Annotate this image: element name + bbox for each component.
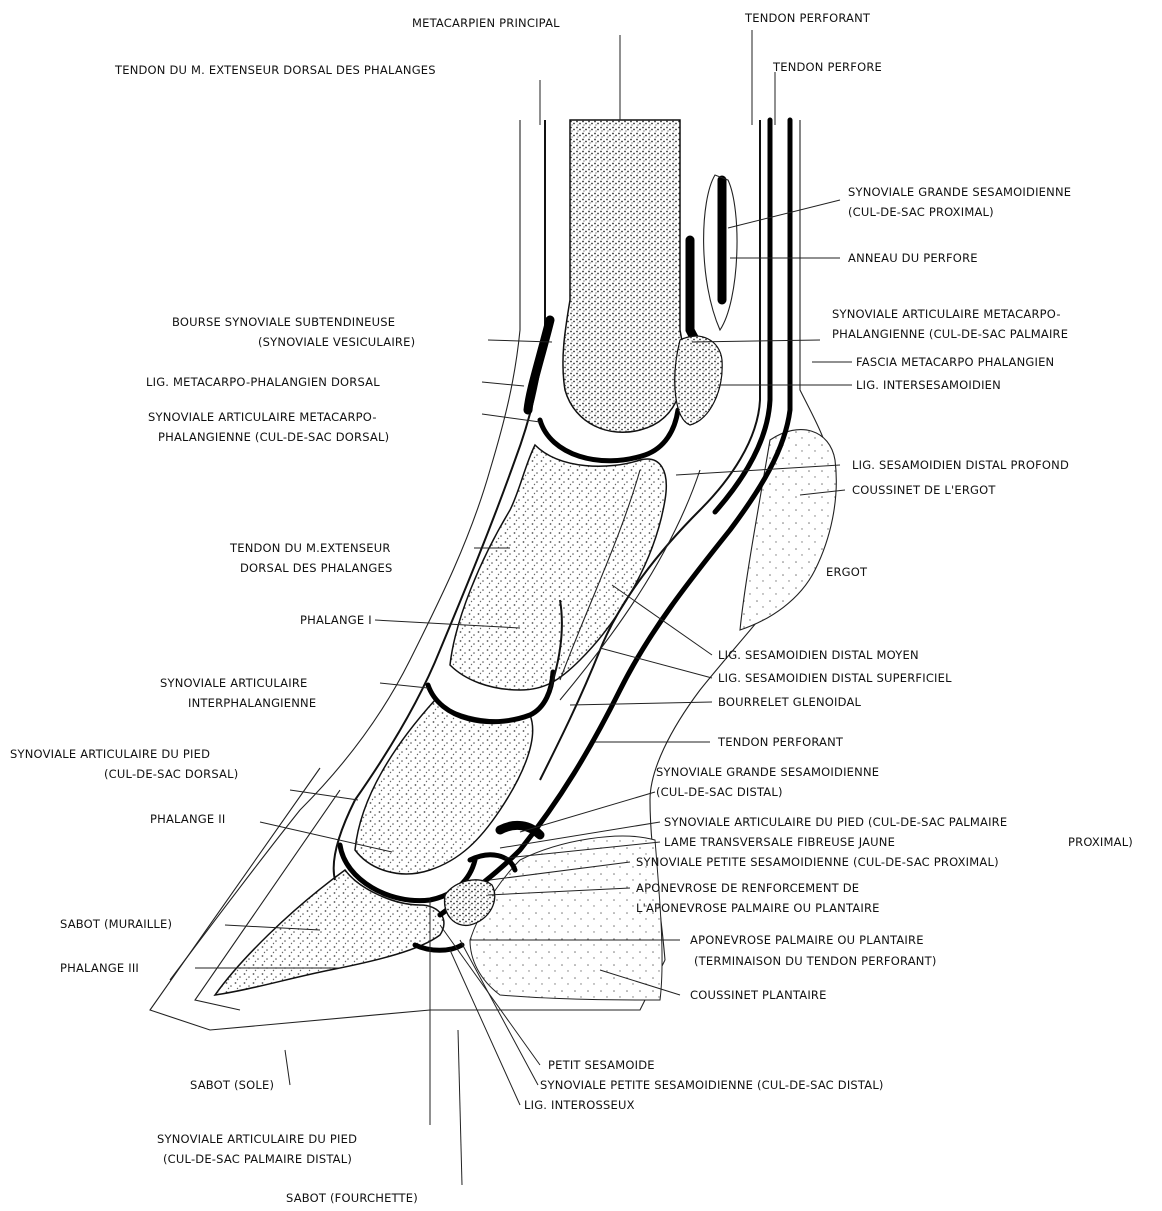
label-lame-transversale: LAME TRANSVERSALE FIBREUSE JAUNE <box>664 835 895 849</box>
label-phalange-3: PHALANGE III <box>60 961 139 975</box>
label-tendon-ext-mid-b: DORSAL DES PHALANGES <box>240 561 392 575</box>
label-lig-ses-distal-moyen: LIG. SESAMOIDIEN DISTAL MOYEN <box>718 648 919 662</box>
label-syn-grande-distal-a: SYNOVIALE GRANDE SESAMOIDIENNE <box>656 765 879 779</box>
label-syn-art-mcp-palm-a: SYNOVIALE ARTICULAIRE METACARPO- <box>832 307 1061 321</box>
label-syn-art-mcp-dors-a: SYNOVIALE ARTICULAIRE METACARPO- <box>148 410 377 424</box>
digital-cushion <box>470 836 662 1000</box>
label-syn-pied-dors-b: (CUL-DE-SAC DORSAL) <box>104 767 238 781</box>
label-aponevrose-palm-b: (TERMINAISON DU TENDON PERFORANT) <box>694 954 937 968</box>
label-lig-ses-distal-profond: LIG. SESAMOIDIEN DISTAL PROFOND <box>852 458 1069 472</box>
label-syn-petite-prox: SYNOVIALE PETITE SESAMOIDIENNE (CUL-DE-S… <box>636 855 999 869</box>
label-coussinet-plantaire: COUSSINET PLANTAIRE <box>690 988 827 1002</box>
label-syn-interphal-a: SYNOVIALE ARTICULAIRE <box>160 676 308 690</box>
label-aponevrose-renf-b: L'APONEVROSE PALMAIRE OU PLANTAIRE <box>636 901 880 915</box>
label-proximal: PROXIMAL) <box>1068 835 1133 849</box>
label-metacarpien-principal: METACARPIEN PRINCIPAL <box>412 16 560 30</box>
label-bourse-a: BOURSE SYNOVIALE SUBTENDINEUSE <box>172 315 395 329</box>
label-fascia: FASCIA METACARPO PHALANGIEN <box>856 355 1054 369</box>
phalanx-3-bone <box>215 870 444 995</box>
label-bourse-b: (SYNOVIALE VESICULAIRE) <box>258 335 415 349</box>
label-syn-grande-1b: (CUL-DE-SAC PROXIMAL) <box>848 205 994 219</box>
proximal-sesamoid <box>675 336 722 425</box>
label-syn-petite-distal: SYNOVIALE PETITE SESAMOIDIENNE (CUL-DE-S… <box>540 1078 884 1092</box>
label-tendon-perforant-top: TENDON PERFORANT <box>744 11 871 25</box>
label-syn-grande-1a: SYNOVIALE GRANDE SESAMOIDIENNE <box>848 185 1071 199</box>
label-lig-ses-distal-sup: LIG. SESAMOIDIEN DISTAL SUPERFICIEL <box>718 671 952 685</box>
phalanx-1-bone <box>450 445 666 690</box>
distal-sheath-cap <box>500 825 540 835</box>
label-aponevrose-palm-a: APONEVROSE PALMAIRE OU PLANTAIRE <box>690 933 924 947</box>
label-tendon-perforant-mid: TENDON PERFORANT <box>717 735 844 749</box>
phalanx-2-bone <box>355 700 533 874</box>
label-bourrelet: BOURRELET GLENOIDAL <box>718 695 862 709</box>
label-ergot: ERGOT <box>826 565 868 579</box>
label-aponevrose-renf-a: APONEVROSE DE RENFORCEMENT DE <box>636 881 859 895</box>
label-tendon-extenseur-top: TENDON DU M. EXTENSEUR DORSAL DES PHALAN… <box>114 63 436 77</box>
label-syn-art-mcp-palm-b: PHALANGIENNE (CUL-DE-SAC PALMAIRE <box>832 327 1068 341</box>
label-petit-sesamoide: PETIT SESAMOIDE <box>548 1058 655 1072</box>
label-lig-mcp-dorsal: LIG. METACARPO-PHALANGIEN DORSAL <box>146 375 380 389</box>
label-tendon-ext-mid-a: TENDON DU M.EXTENSEUR <box>229 541 391 555</box>
label-syn-art-mcp-dors-b: PHALANGIENNE (CUL-DE-SAC DORSAL) <box>158 430 389 444</box>
label-coussinet-ergot: COUSSINET DE L'ERGOT <box>852 483 996 497</box>
label-sabot-fourchette: SABOT (FOURCHETTE) <box>286 1191 418 1205</box>
label-syn-pied-palm-dist-b: (CUL-DE-SAC PALMAIRE DISTAL) <box>163 1152 352 1166</box>
label-anneau-perfore: ANNEAU DU PERFORE <box>848 251 978 265</box>
label-tendon-perfore: TENDON PERFORE <box>772 60 882 74</box>
label-syn-pied-palm-dist-a: SYNOVIALE ARTICULAIRE DU PIED <box>157 1132 357 1146</box>
label-sabot-muraille: SABOT (MURAILLE) <box>60 917 172 931</box>
label-syn-pied-dors-a: SYNOVIALE ARTICULAIRE DU PIED <box>10 747 210 761</box>
label-syn-grande-distal-b: (CUL-DE-SAC DISTAL) <box>656 785 783 799</box>
label-phalange-1: PHALANGE I <box>300 613 372 627</box>
label-lig-intersesamoidien: LIG. INTERSESAMOIDIEN <box>856 378 1001 392</box>
metacarpal-bone <box>563 120 684 432</box>
label-syn-pied-palm-prox-a: SYNOVIALE ARTICULAIRE DU PIED (CUL-DE-SA… <box>664 815 1007 829</box>
label-sabot-sole: SABOT (SOLE) <box>190 1078 274 1092</box>
label-lig-interosseux: LIG. INTEROSSEUX <box>524 1098 635 1112</box>
dorsal-bursa <box>528 320 550 410</box>
label-phalange-2: PHALANGE II <box>150 812 225 826</box>
label-syn-interphal-b: INTERPHALANGIENNE <box>188 696 316 710</box>
